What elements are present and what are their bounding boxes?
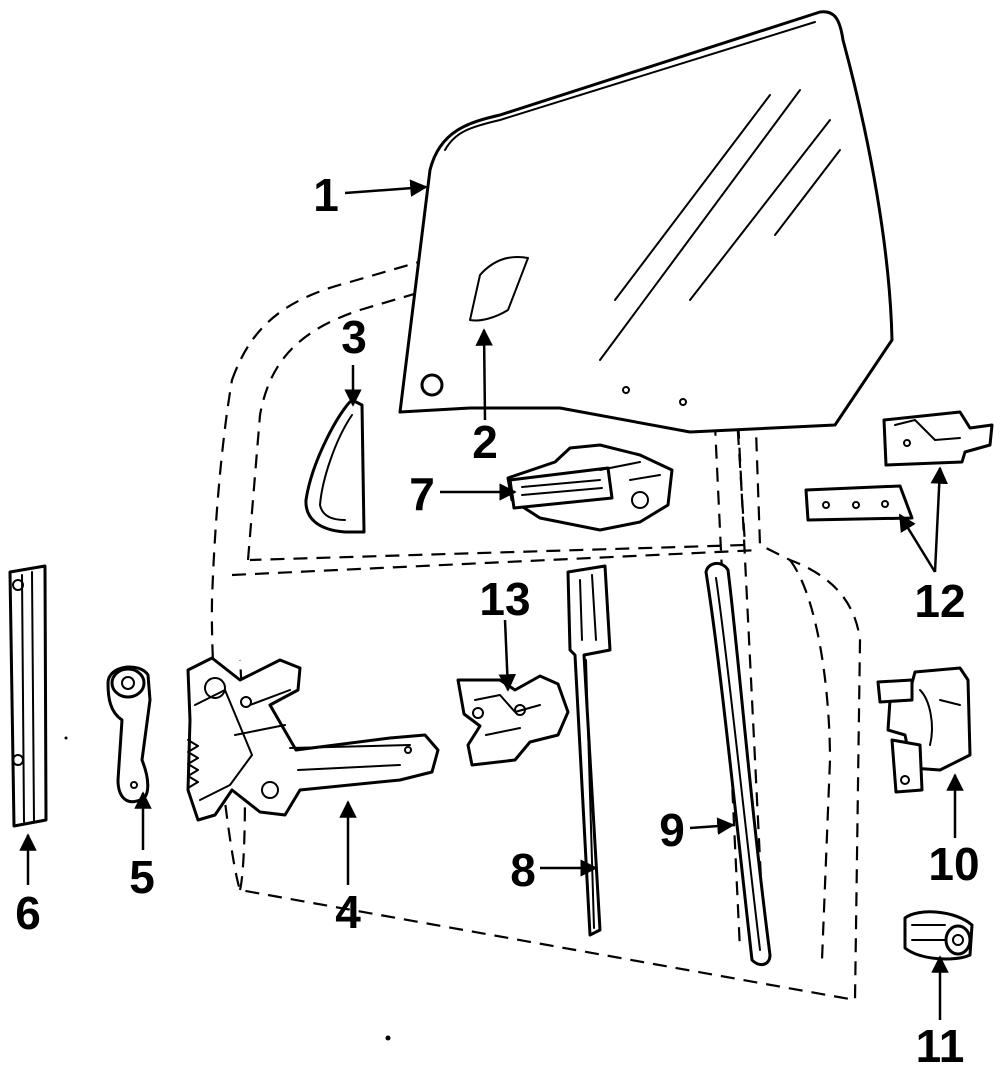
part-6-glass-run-channel <box>8 564 48 828</box>
callout-9: 9 <box>659 804 685 856</box>
callout-11: 11 <box>916 1020 965 1072</box>
leader-2 <box>475 328 493 421</box>
part-13-latch-assembly <box>456 674 570 767</box>
part-1-door-glass <box>398 10 894 434</box>
callout-3: 3 <box>341 311 367 363</box>
callout-labels: 1 2 3 4 5 6 7 8 9 10 11 12 13 <box>15 169 979 1072</box>
callout-13: 13 <box>479 573 530 625</box>
callout-7: 7 <box>409 468 435 520</box>
leader-9 <box>689 817 735 835</box>
callout-1: 1 <box>313 169 339 221</box>
leader-1 <box>344 179 428 197</box>
part-3-corner-glass <box>304 398 366 534</box>
callout-2: 2 <box>472 416 498 468</box>
callout-4: 4 <box>335 886 361 938</box>
part-11-lock-cylinder <box>903 910 974 961</box>
leader-13 <box>498 619 517 692</box>
leader-12b <box>898 513 937 573</box>
part-7-lock-actuator <box>506 443 674 532</box>
part-12-brackets <box>804 410 994 522</box>
part-9-weatherstrip <box>704 562 772 967</box>
callout-12: 12 <box>914 575 965 627</box>
part-10-door-latch <box>876 666 972 794</box>
callout-10: 10 <box>928 838 979 890</box>
callout-6: 6 <box>15 887 41 939</box>
callout-8: 8 <box>510 844 536 896</box>
part-8-glass-guide <box>566 564 612 937</box>
callout-5: 5 <box>129 851 155 903</box>
leader-12a <box>930 466 948 573</box>
scan-artifacts <box>64 736 391 1041</box>
part-4-window-regulator <box>186 656 440 822</box>
part-5-window-crank <box>106 665 152 804</box>
leader-lines <box>19 179 964 1020</box>
